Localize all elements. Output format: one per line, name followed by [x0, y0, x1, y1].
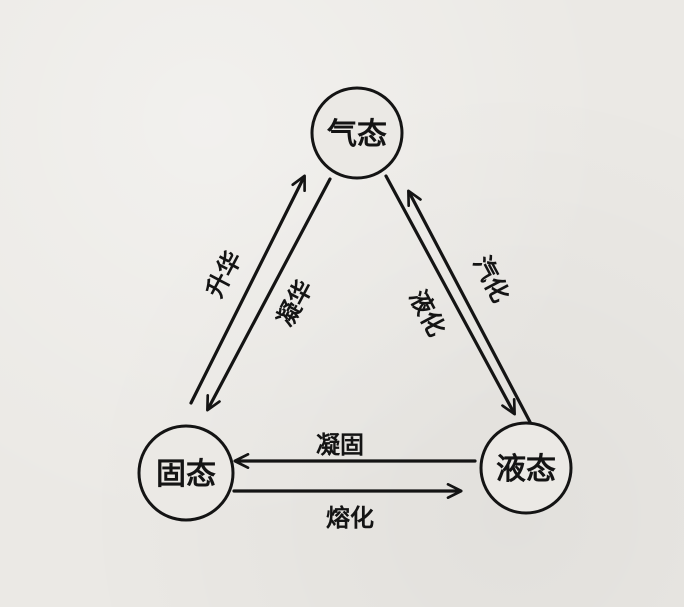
- deposition-label: 凝华: [270, 275, 318, 331]
- node-liquid: 液态: [479, 421, 573, 515]
- node-solid-label: 固态: [156, 457, 216, 492]
- node-liquid-label: 液态: [496, 452, 556, 487]
- node-solid-circle: [137, 424, 235, 522]
- sublimation-label: 升华: [199, 246, 247, 302]
- node-gas-label: 气态: [327, 117, 387, 152]
- liquefaction-label: 液化: [403, 285, 451, 341]
- liquefaction-arrow: [384, 174, 516, 416]
- vaporization-label: 汽化: [467, 251, 515, 307]
- vaporization-arrow: [407, 189, 532, 424]
- node-gas: 气态: [310, 86, 404, 180]
- melting-label: 熔化: [326, 503, 374, 532]
- node-gas-circle: [310, 86, 404, 180]
- node-solid: 固态: [137, 424, 235, 522]
- solidification-label: 凝固: [316, 430, 364, 459]
- sublimation-arrow: [189, 174, 306, 405]
- node-liquid-circle: [479, 421, 573, 515]
- deposition-arrow: [206, 177, 332, 412]
